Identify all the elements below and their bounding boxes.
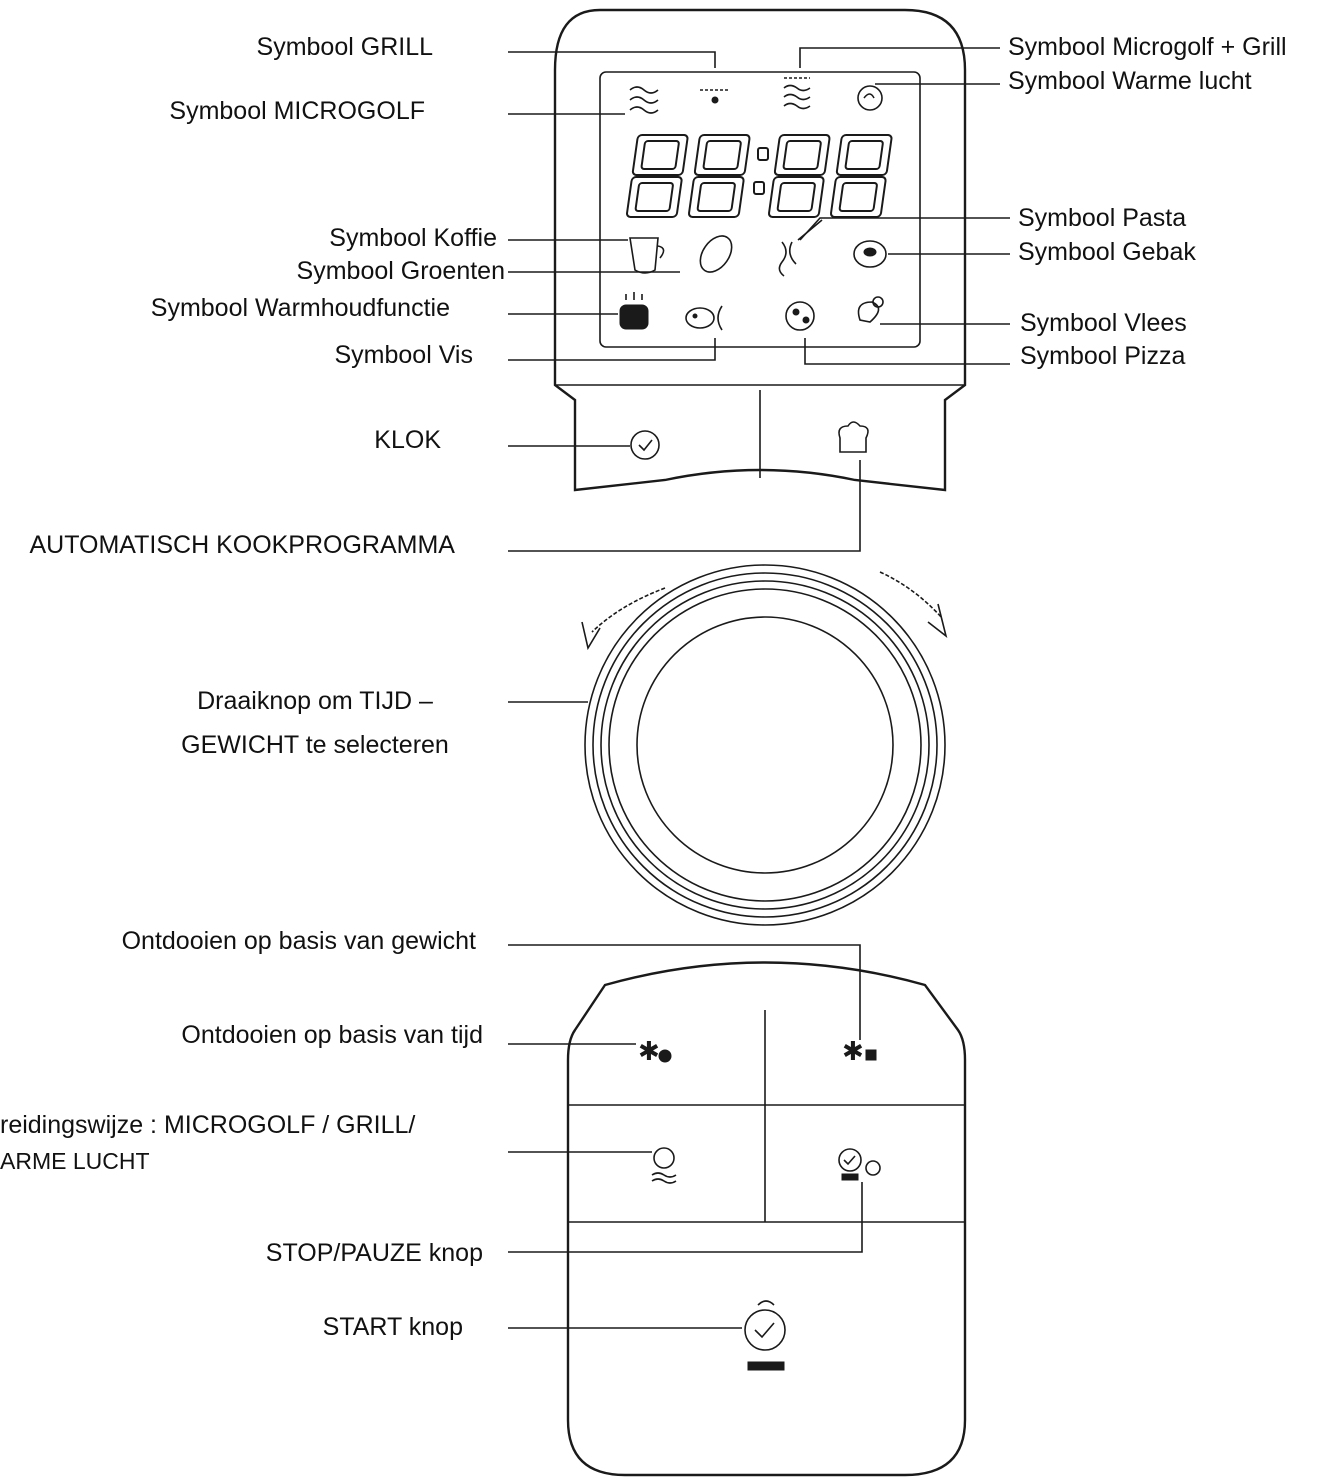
pasta-symbol-icon [778,219,823,277]
leader-lines [508,47,1010,1329]
coffee-symbol-icon [629,237,665,274]
warm-air-symbol-icon [857,85,883,111]
seven-segment-display [625,134,893,218]
label-auto-cook: AUTOMATISCH KOOKPROGRAMMA [29,531,455,559]
label-pasta: Symbool Pasta [1018,204,1187,232]
microwave-symbol-icon [629,86,659,114]
label-keep-warm: Symbool Warmhoudfunctie [150,294,450,322]
label-micro-grill: Symbool Microgolf + Grill [1008,33,1287,61]
label-warm-air: Symbool Warme lucht [1008,67,1252,95]
start-icon [744,1300,786,1371]
bottom-panel-outline [566,961,967,1477]
chef-hat-icon [838,421,869,453]
label-mode-line1: reidingswijze : MICROGOLF / GRILL/ [0,1111,416,1139]
label-fish: Symbool Vis [334,341,474,369]
label-defrost-weight: Ontdooien op basis van gewicht [121,927,476,955]
label-mode-line2: ARME LUCHT [0,1148,150,1174]
display-window [599,71,921,348]
vegetables-symbol-icon [699,235,733,273]
meat-symbol-icon [857,296,884,323]
defrost-weight-icon: ✱ [842,1037,877,1067]
svg-text:✱: ✱ [842,1037,864,1067]
rotate-left-arrow-icon [581,587,666,651]
label-meat: Symbool Vlees [1020,309,1187,337]
clock-button-icon [630,430,660,460]
label-stop: STOP/PAUZE knop [265,1239,483,1267]
pizza-symbol-icon [785,301,815,331]
top-panel-outline [553,8,967,492]
label-coffee: Symbool Koffie [329,224,497,252]
label-defrost-time: Ontdooien op basis van tijd [181,1021,483,1049]
label-start: START knop [322,1313,463,1341]
label-dial-line1: Draaiknop om TIJD – [197,687,433,715]
label-pastry: Symbool Gebak [1018,238,1196,266]
pastry-symbol-icon [853,240,887,268]
label-clock: KLOK [374,426,441,454]
label-pizza: Symbool Pizza [1020,342,1186,370]
rotary-dial [584,564,946,926]
cooking-mode-icon [651,1147,677,1184]
rotate-right-arrow-icon [879,571,948,639]
micro-grill-symbol-icon [783,77,811,110]
keep-warm-symbol-icon [619,292,649,330]
stop-pause-icon [838,1148,881,1181]
label-grill: Symbool GRILL [256,33,433,61]
defrost-time-icon: ✱ [638,1037,672,1067]
svg-text:✱: ✱ [638,1037,660,1067]
label-dial-line2: GEWICHT te selecteren [181,731,449,759]
label-vegetables: Symbool Groenten [296,257,505,285]
label-microwave: Symbool MICROGOLF [169,97,425,125]
grill-symbol-icon [700,89,730,104]
fish-symbol-icon [685,305,723,331]
